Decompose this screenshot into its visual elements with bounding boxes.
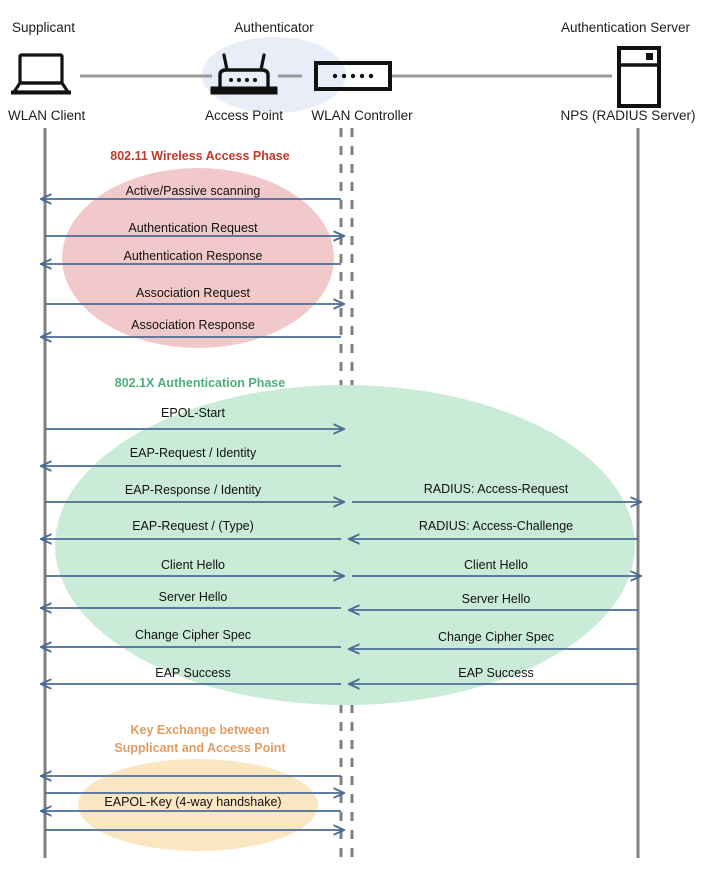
- message-label: EAP-Response / Identity: [124, 483, 262, 497]
- wireless-router-icon: [210, 53, 278, 95]
- phase-label-80211: 802.11 Wireless Access Phase: [110, 149, 290, 163]
- phase-keyexchange-ellipse: [78, 759, 318, 851]
- message-label: Authentication Response: [123, 249, 263, 263]
- message-label: Active/Passive scanning: [125, 184, 261, 198]
- message-label: EAP-Request / Identity: [129, 446, 257, 460]
- message-label: EAP Success: [458, 666, 534, 680]
- laptop-icon: [11, 53, 71, 95]
- authenticator-highlight-ellipse: [202, 37, 346, 113]
- message-label: EPOL-Start: [161, 406, 225, 420]
- message-label: RADIUS: Access-Challenge: [418, 519, 574, 533]
- message-label: Client Hello: [161, 558, 225, 572]
- phase-80211-ellipse: [62, 168, 334, 348]
- message-label: EAPOL-Key (4-way handshake): [104, 795, 282, 809]
- message-label: Change Cipher Spec: [437, 630, 555, 644]
- actor-name-nps-radius-server: NPS (RADIUS Server): [560, 108, 696, 123]
- message-label: Server Hello: [158, 590, 228, 604]
- actor-role-supplicant: Supplicant: [12, 20, 76, 35]
- actor-name-access-point: Access Point: [204, 108, 284, 123]
- message-label: Change Cipher Spec: [134, 628, 252, 642]
- message-label: Client Hello: [464, 558, 528, 572]
- actor-role-authenticator: Authenticator: [234, 20, 314, 35]
- message-label: Authentication Request: [128, 221, 258, 235]
- phase-8021x-ellipse: [55, 385, 635, 705]
- message-label: EAP-Request / (Type): [132, 519, 254, 533]
- phase-label-keyexchange: Key Exchange between Supplicant and Acce…: [60, 721, 340, 757]
- message-label: Association Request: [136, 286, 250, 300]
- actor-role-auth-server: Authentication Server: [560, 20, 691, 35]
- message-label: RADIUS: Access-Request: [423, 482, 569, 496]
- actor-name-wlan-controller: WLAN Controller: [311, 108, 413, 123]
- server-icon: [617, 46, 661, 108]
- actor-name-wlan-client: WLAN Client: [8, 108, 86, 123]
- message-label: Server Hello: [461, 592, 531, 606]
- network-switch-icon: [314, 61, 392, 91]
- message-label: Association Response: [131, 318, 255, 332]
- phase-label-keyexchange-line2: Supplicant and Access Point: [114, 741, 286, 756]
- message-label: EAP Success: [155, 666, 231, 680]
- phase-label-keyexchange-line1: Key Exchange between: [130, 723, 270, 737]
- phase-label-8021x: 802.1X Authentication Phase: [114, 376, 286, 390]
